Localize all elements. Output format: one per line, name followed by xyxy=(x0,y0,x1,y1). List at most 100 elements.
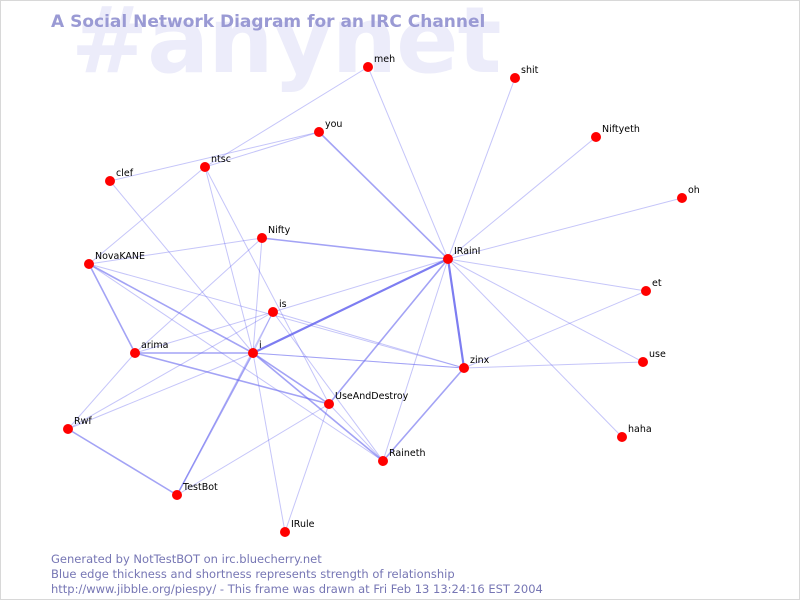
node-Niftyeth: Niftyeth xyxy=(591,124,640,142)
edge-IRainI-Niftyeth xyxy=(447,136,597,260)
edge-NovaKANE-arima xyxy=(88,263,136,354)
node-is: is xyxy=(268,299,287,317)
node-label-arima: arima xyxy=(141,340,168,351)
node-UseAndDestroy: UseAndDestroy xyxy=(324,391,409,409)
node-dot-is xyxy=(268,307,278,317)
node-dot-meh xyxy=(363,62,373,72)
node-dot-use xyxy=(638,357,648,367)
node-label-Niftyeth: Niftyeth xyxy=(602,124,640,135)
edge-ntsc-i xyxy=(204,166,254,354)
node-IRule: IRule xyxy=(280,519,315,537)
node-dot-i xyxy=(248,348,258,358)
edge-IRainI-use xyxy=(447,258,644,363)
edge-is-i xyxy=(252,311,274,354)
node-dot-NovaKANE xyxy=(84,259,94,269)
node-label-ntsc: ntsc xyxy=(211,154,231,165)
node-label-you: you xyxy=(325,119,342,130)
edge-IRainI-is xyxy=(272,258,449,313)
node-label-Raineth: Raineth xyxy=(389,448,425,459)
edge-UseAndDestroy-IRule xyxy=(284,403,330,533)
footer-generated-by: Generated by NotTestBOT on irc.bluecherr… xyxy=(51,552,322,566)
node-label-et: et xyxy=(652,278,662,289)
edge-i-Rwf xyxy=(67,352,254,430)
edge-IRainI-meh xyxy=(367,66,449,260)
node-haha: haha xyxy=(617,424,652,442)
node-dot-clef xyxy=(105,176,115,186)
node-dot-IRule xyxy=(280,527,290,537)
edge-IRainI-haha xyxy=(447,258,623,438)
node-dot-Niftyeth xyxy=(591,132,601,142)
footer-text: Generated by NotTestBOT on irc.bluecherr… xyxy=(51,552,543,597)
node-dot-Raineth xyxy=(378,456,388,466)
edge-you-ntsc xyxy=(204,131,320,168)
node-label-TestBot: TestBot xyxy=(182,482,218,493)
edge-zinx-i xyxy=(252,352,465,369)
edge-zinx-NovaKANE xyxy=(88,263,465,369)
edge-zinx-Raineth xyxy=(382,367,465,462)
node-label-IRule: IRule xyxy=(291,519,315,530)
edge-arima-Rwf xyxy=(67,352,136,430)
edge-NovaKANE-Raineth xyxy=(88,263,384,462)
edge-i-UseAndDestroy xyxy=(252,352,330,405)
diagram-title: A Social Network Diagram for an IRC Chan… xyxy=(51,12,486,32)
edge-zinx-is xyxy=(272,311,465,369)
node-IRainI: IRainI xyxy=(443,246,480,264)
node-et: et xyxy=(641,278,662,296)
edge-i-zinx xyxy=(252,352,465,369)
edge-i-Raineth xyxy=(252,352,384,462)
node-Nifty: Nifty xyxy=(257,225,291,243)
edge-is-Raineth xyxy=(272,311,384,462)
edge-layer xyxy=(67,66,683,533)
node-dot-Rwf xyxy=(63,424,73,434)
edge-meh-ntsc xyxy=(204,66,369,168)
node-label-use: use xyxy=(649,349,666,360)
node-label-haha: haha xyxy=(628,424,652,435)
node-label-oh: oh xyxy=(688,185,700,196)
edge-IRainI-zinx xyxy=(446,258,466,369)
edge-IRainI-i xyxy=(252,258,449,354)
node-label-shit: shit xyxy=(521,65,539,76)
node-label-clef: clef xyxy=(116,168,134,179)
edge-zinx-use xyxy=(463,361,644,369)
node-TestBot: TestBot xyxy=(172,482,218,500)
node-arima: arima xyxy=(130,340,168,358)
edge-IRainI-et xyxy=(447,258,647,292)
node-label-IRainI: IRainI xyxy=(454,246,480,257)
node-dot-et xyxy=(641,286,651,296)
node-clef: clef xyxy=(105,168,134,186)
edge-IRainI-shit xyxy=(447,77,516,260)
node-dot-you xyxy=(314,127,324,137)
node-dot-shit xyxy=(510,73,520,83)
node-label-Nifty: Nifty xyxy=(268,225,291,236)
edge-i-TestBot xyxy=(176,352,254,496)
node-ntsc: ntsc xyxy=(200,154,231,172)
node-use: use xyxy=(638,349,666,367)
node-you: you xyxy=(314,119,342,137)
edge-IRainI-UseAndDestroy xyxy=(328,258,449,405)
edge-ntsc-NovaKANE xyxy=(88,166,206,265)
edge-Nifty-NovaKANE xyxy=(88,237,263,265)
edge-Nifty-i xyxy=(252,237,263,354)
node-Rwf: Rwf xyxy=(63,416,92,434)
channel-watermark: #anynet xyxy=(71,0,502,94)
node-NovaKANE: NovaKANE xyxy=(84,251,145,269)
edge-NovaKANE-i xyxy=(88,263,254,354)
node-label-zinx: zinx xyxy=(470,355,490,366)
edge-you-clef xyxy=(109,131,320,182)
node-dot-haha xyxy=(617,432,627,442)
node-dot-Nifty xyxy=(257,233,267,243)
edge-UseAndDestroy-Raineth xyxy=(328,403,384,462)
node-oh: oh xyxy=(677,185,700,203)
node-Raineth: Raineth xyxy=(378,448,425,466)
node-dot-oh xyxy=(677,193,687,203)
edge-UseAndDestroy-TestBot xyxy=(176,403,330,496)
node-label-UseAndDestroy: UseAndDestroy xyxy=(335,391,409,402)
node-label-is: is xyxy=(279,299,287,310)
edge-Nifty-arima xyxy=(134,237,263,354)
edge-IRainI-Nifty xyxy=(261,237,449,260)
node-dot-zinx xyxy=(459,363,469,373)
node-dot-arima xyxy=(130,348,140,358)
